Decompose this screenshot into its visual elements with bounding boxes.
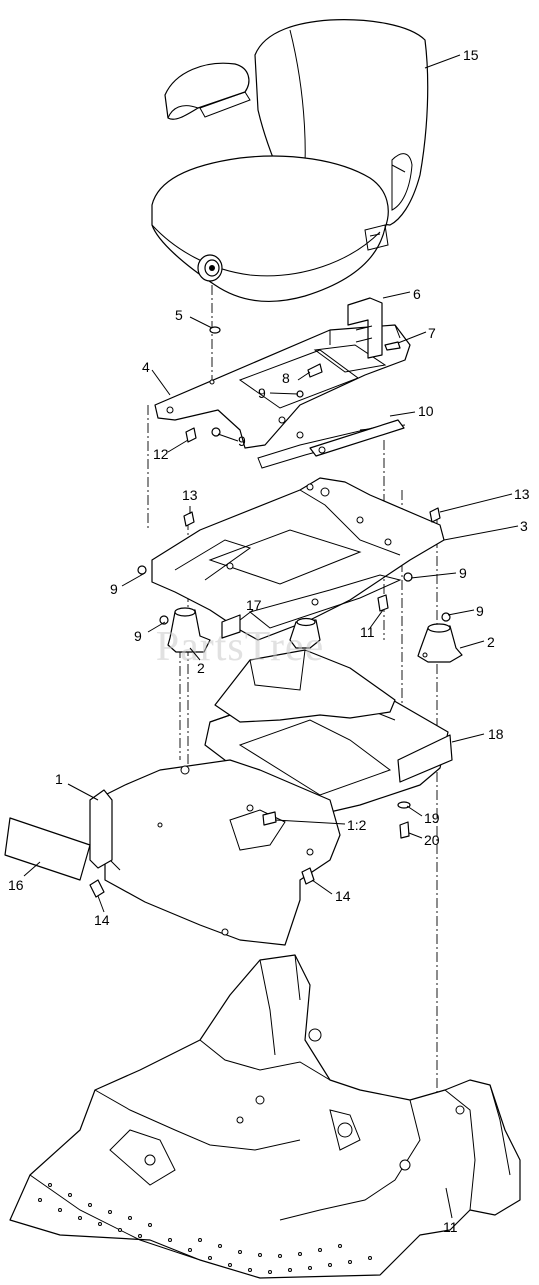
seat-bracket — [347, 297, 383, 359]
callout-9-right: 9 — [459, 565, 467, 581]
callout-3: 3 — [520, 518, 528, 534]
callout-4: 4 — [142, 359, 150, 375]
callout-9-plate: 9 — [238, 433, 246, 449]
callout-13-left: 13 — [182, 487, 198, 503]
leader-lines — [23, 54, 519, 1219]
callout-16: 16 — [8, 877, 24, 893]
suspension-frame — [151, 477, 445, 641]
callout-labels: 15 6 5 7 4 8 9 10 12 9 13 13 3 9 9 17 9 … — [8, 47, 530, 1235]
slide-rail — [309, 419, 405, 457]
callout-8: 8 — [282, 370, 290, 386]
isolator-mount-left — [167, 607, 211, 653]
callout-5: 5 — [175, 307, 183, 323]
chassis-frame — [9, 954, 521, 1279]
label-tab — [221, 614, 241, 639]
isolator-mount-right — [417, 623, 463, 663]
base-pan — [89, 759, 341, 946]
floor-mat — [214, 649, 396, 723]
decal-panel — [4, 817, 91, 881]
callout-19: 19 — [424, 810, 440, 826]
callout-13-right: 13 — [514, 486, 530, 502]
callout-2-right: 2 — [487, 634, 495, 650]
callout-9-left: 9 — [110, 581, 118, 597]
seat-upper-plate — [154, 324, 411, 469]
isolator-mount-center — [289, 617, 321, 649]
callout-9-upper: 9 — [258, 385, 266, 401]
callout-1: 1 — [55, 771, 63, 787]
callout-17: 17 — [246, 597, 262, 613]
seat-assembly — [151, 19, 429, 302]
callout-7: 7 — [428, 325, 436, 341]
callout-12: 12 — [153, 446, 169, 462]
floor-dots — [38, 1183, 372, 1274]
callout-1-2: 1:2 — [347, 817, 367, 833]
callout-9-mount-right: 9 — [476, 603, 484, 619]
callout-14-right: 14 — [335, 888, 351, 904]
callout-11-upper: 11 — [360, 624, 375, 640]
callout-14-left: 14 — [94, 912, 110, 928]
callout-9-mount-left: 9 — [134, 628, 142, 644]
callout-18: 18 — [488, 726, 504, 742]
callout-2-left: 2 — [197, 660, 205, 676]
callout-6: 6 — [413, 286, 421, 302]
callout-20: 20 — [424, 832, 440, 848]
callout-10: 10 — [418, 403, 434, 419]
watermark: PartsTree — [156, 624, 324, 670]
callout-11-lower: 11 — [443, 1219, 458, 1235]
callout-15: 15 — [463, 47, 479, 63]
